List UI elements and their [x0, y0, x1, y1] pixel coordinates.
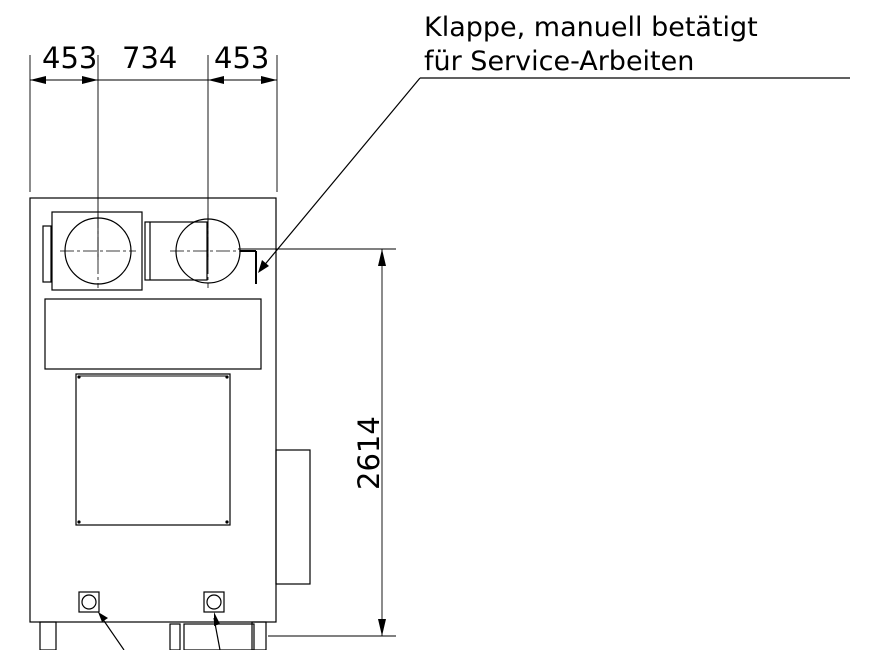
- dim-top-left: 453: [42, 41, 97, 75]
- feet: [39, 621, 267, 650]
- top-dimension-lines: [29, 55, 278, 260]
- annotation-line-1: Klappe, manuell betätigt: [424, 12, 758, 43]
- dim-top-right: 453: [214, 41, 269, 75]
- height-dimension: [238, 248, 396, 637]
- center-lines: [60, 214, 246, 288]
- dim-height: 2614: [352, 416, 386, 490]
- bottom-connectors: [78, 591, 225, 650]
- inspection-door: [75, 373, 231, 526]
- annotation-line-2: für Service-Arbeiten: [424, 46, 694, 77]
- housing: [29, 197, 311, 623]
- horizontal-panel: [44, 298, 262, 370]
- annotation-leader: [258, 77, 850, 273]
- dim-top-middle: 734: [122, 41, 177, 75]
